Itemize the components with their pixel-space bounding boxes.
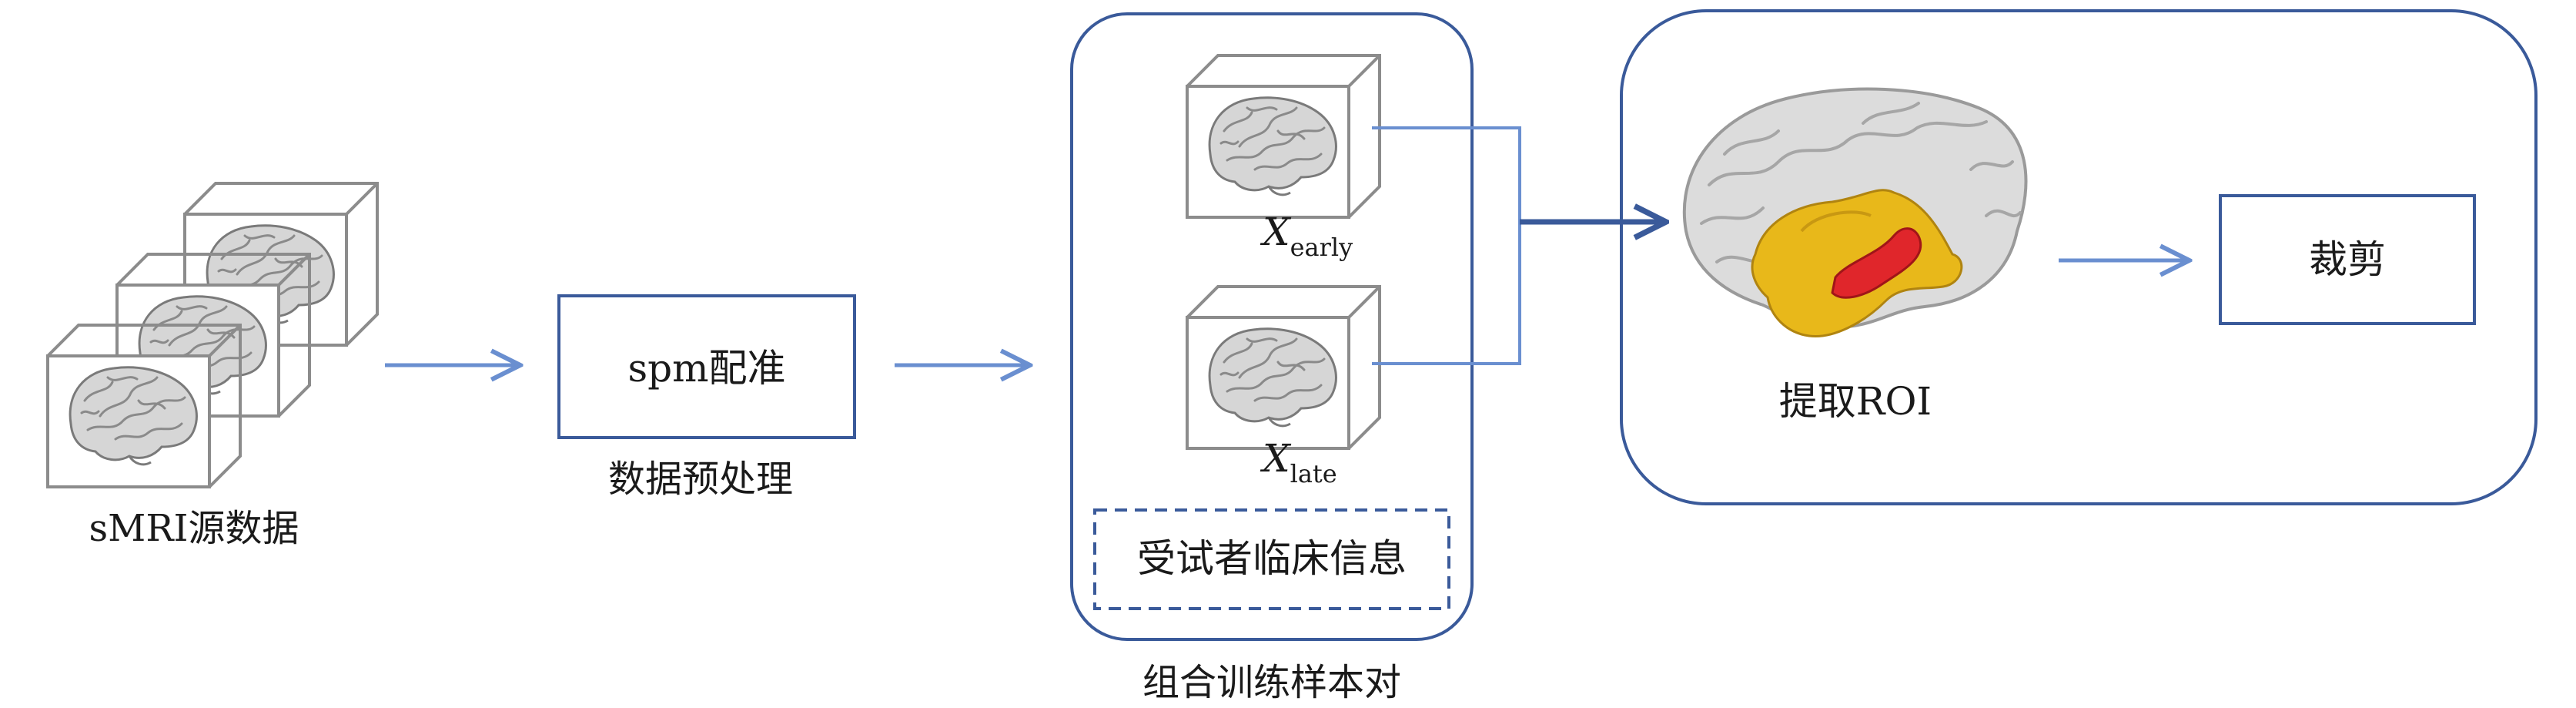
combine-caption: 组合训练样本对 bbox=[1142, 661, 1401, 704]
source-caption: sMRI源数据 bbox=[89, 507, 299, 550]
roi-caption: 提取ROI bbox=[1779, 379, 1932, 424]
connector-late bbox=[1372, 222, 1521, 365]
early-scan-cube bbox=[1187, 55, 1380, 217]
late-scan-cube bbox=[1187, 287, 1380, 448]
roi-brain-image bbox=[1682, 87, 2028, 338]
spm-box bbox=[557, 294, 856, 439]
crop-box-label: 裁剪 bbox=[2309, 237, 2386, 282]
crop-box bbox=[2219, 194, 2476, 325]
clinical-info-box bbox=[1093, 508, 1450, 610]
source-cube-stack bbox=[48, 183, 377, 487]
early-sample-label: Xearly bbox=[1260, 210, 1353, 262]
combine-group-box bbox=[1070, 12, 1474, 641]
connector-early bbox=[1372, 126, 1521, 222]
late-sample-label: Xlate bbox=[1260, 436, 1337, 488]
spm-box-label: spm配准 bbox=[627, 346, 785, 391]
roi-group-box bbox=[1620, 9, 2538, 505]
preprocess-caption: 数据预处理 bbox=[608, 458, 793, 501]
clinical-info-label: 受试者临床信息 bbox=[1137, 536, 1407, 581]
